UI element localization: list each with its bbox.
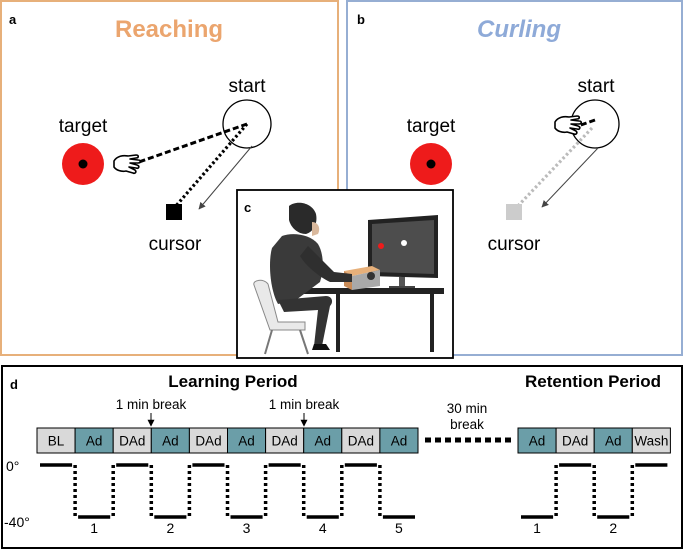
learning-block-label: DAd [348, 434, 374, 449]
start-label: start [229, 76, 267, 97]
cursor-path-line [173, 122, 249, 209]
learning-block [36, 427, 76, 454]
hand-icon [113, 154, 142, 175]
learning-block [74, 427, 114, 454]
panel-a-letter: a [9, 12, 17, 27]
retention-block [555, 427, 595, 454]
learning-block [379, 427, 419, 454]
panel-d-frame [1, 365, 683, 549]
panel-a-title: Reaching [115, 16, 223, 43]
table-top [292, 288, 444, 294]
break-label-1: 1 min break [116, 397, 187, 412]
long-break-label: break [450, 417, 484, 432]
retention-block-row: Ad DAd Ad Wash [517, 427, 671, 454]
experiment-setup-illustration [253, 202, 444, 355]
monitor-icon [368, 215, 438, 289]
cycle-number: 2 [609, 520, 617, 536]
retention-block-label: Wash [634, 434, 668, 449]
cursor-label: cursor [488, 234, 541, 255]
start-circle [222, 99, 272, 149]
learning-block-label: Ad [86, 434, 103, 449]
y-label-bottom: -40° [4, 514, 30, 530]
retention-period-title: Retention Period [525, 372, 661, 391]
target-label: target [59, 116, 108, 137]
learning-block [265, 427, 305, 454]
learning-block-label: Ad [391, 434, 408, 449]
learning-block-row: BL Ad DAd Ad DAd Ad DAd Ad DAd Ad [36, 427, 419, 454]
cursor-square [166, 204, 182, 220]
learning-block-label: DAd [195, 434, 221, 449]
retention-block [631, 427, 671, 454]
target-icon [410, 143, 452, 185]
learning-block-label: DAd [272, 434, 298, 449]
retention-block-label: Ad [605, 434, 622, 449]
table-leg [430, 294, 434, 352]
target-icon [62, 143, 104, 185]
start-label: start [578, 76, 616, 97]
rotation-arrow [198, 145, 253, 210]
hand-icon [554, 115, 583, 136]
chair-icon [253, 279, 309, 355]
learning-block-label: Ad [314, 434, 331, 449]
rotation-arrow [541, 147, 599, 208]
retention-block [593, 427, 633, 454]
learning-block-label: Ad [238, 434, 255, 449]
cycle-number: 2 [166, 520, 174, 536]
cycle-labels: 1 2 3 4 5 1 2 [90, 520, 617, 536]
hand-path-line [138, 122, 248, 164]
panel-b: b Curling start target cursor [346, 0, 683, 356]
table-leg [336, 294, 340, 352]
hand-path-line [577, 118, 596, 128]
panel-a-frame [0, 0, 339, 356]
panel-c: c [236, 189, 454, 359]
retention-block-label: Ad [529, 434, 546, 449]
y-label-top: 0° [6, 458, 19, 474]
learning-block-label: DAd [119, 434, 145, 449]
cursor-label: cursor [149, 234, 202, 255]
panel-b-frame [346, 0, 683, 356]
panel-d: d Learning Period Retention Period 1 min… [1, 365, 683, 549]
cycle-number: 1 [533, 520, 541, 536]
panel-d-letter: d [10, 377, 18, 392]
target-label: target [407, 116, 456, 137]
break-label-2: 1 min break [269, 397, 340, 412]
cycle-number: 5 [395, 520, 403, 536]
learning-block-label: Ad [162, 434, 179, 449]
cursor-square [506, 204, 522, 220]
person-icon [270, 202, 352, 350]
learning-block-label: BL [48, 434, 65, 449]
long-break-label: 30 min [447, 401, 488, 416]
cycle-number: 4 [319, 520, 327, 536]
cycle-number: 3 [243, 520, 251, 536]
perturbation-schedule [40, 463, 668, 519]
learning-block [303, 427, 343, 454]
panel-b-letter: b [357, 12, 365, 27]
retention-block [517, 427, 557, 454]
learning-period-title: Learning Period [168, 372, 297, 391]
panel-a: a Reaching start target cursor [0, 0, 339, 356]
cursor-path-line [514, 126, 594, 210]
cycle-number: 1 [90, 520, 98, 536]
retention-block-label: DAd [562, 434, 588, 449]
panel-b-title: Curling [477, 16, 561, 43]
panel-c-letter: c [244, 200, 251, 215]
